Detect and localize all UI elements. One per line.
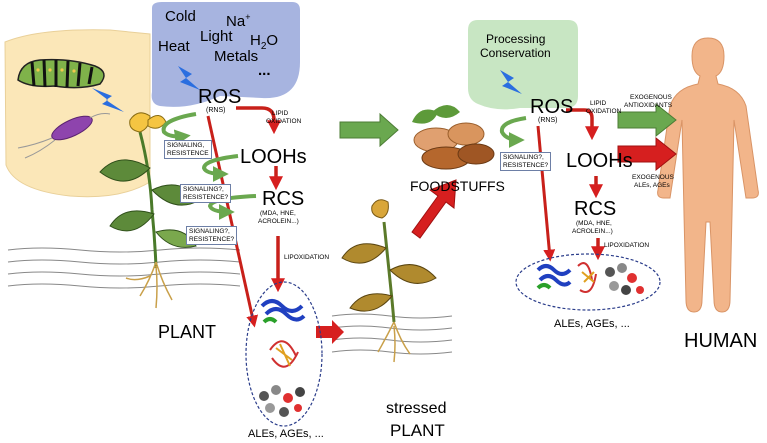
food-loohs-label: LOOHs [566,150,633,172]
pathogen-icon [17,113,111,159]
stressor-h2o: H2O [250,32,278,52]
food-rcs-sub-2: ACROLEIN...) [572,228,613,235]
plant-products-oval [245,281,323,427]
stressed-label: stressed [386,400,447,417]
plant-lipid-oxidation-2: OXIDATION [266,118,302,125]
plant-loohs-label: LOOHs [240,146,307,168]
food-rns-label: (RNS) [538,117,558,124]
arrow-ales-to-stressed [316,320,344,344]
food-signaling-box: SIGNALING?,RESISTENCE? [500,152,552,171]
human-label: HUMAN [684,330,758,352]
plant-box1-line1: SIGNALING, [167,142,205,149]
plant-box2-line1: SIGNALING?, [183,186,224,193]
food-ros-label: ROS [530,96,574,118]
plant-rcs-label: RCS [262,188,305,210]
protein-icon-food [536,264,572,290]
arrow-exogenous-antioxidants [617,102,677,138]
stressor-ellipsis: ... [258,62,271,79]
arrow-plant-to-foodstuffs [339,112,399,148]
plant-chain-arrows [161,106,285,328]
plant-rns-label: (RNS) [206,107,226,114]
plant-box2-line2: RESISTENCE? [183,193,229,201]
stressor-light: Light [200,28,233,45]
food-products-oval [515,253,661,311]
plant-box3-line1: SIGNALING?, [189,228,230,235]
stressor-h2o-o: O [266,32,279,49]
conservation-label: Conservation [480,46,551,60]
stressor-h2o-h: H [250,32,261,49]
exogenous-antioxidants-2: ANTIOXIDANTS [624,102,673,109]
plant-box1-line2: RESISTENCE [167,149,209,157]
plant-label: PLANT [158,322,217,342]
stressor-na-text: Na [226,13,246,30]
foodstuffs-label: FOODSTUFFS [410,178,505,194]
food-box-line1: SIGNALING?, [503,154,544,161]
food-lipid-oxidation-2: OXIDATION [586,108,622,115]
exogenous-ales-1: EXOGENOUS [632,174,674,181]
plant-ros-label: ROS [198,86,242,108]
soil-lines-plant [7,247,241,289]
protein-icon-plant [260,299,306,324]
molecule-icon-food [605,263,644,295]
plant-rcs-sub-2: ACROLEIN...) [258,218,299,225]
soil-lines-stressed [331,313,453,355]
exogenous-antioxidants-1: EXOGENOUS [630,94,672,101]
processing-cloud [468,20,578,110]
human-silhouette [657,37,759,313]
food-box-line2: RESISTENCE? [503,161,549,169]
plant-illustration [99,112,201,309]
plant-signaling-box-3: SIGNALING?,RESISTENCE? [186,226,238,245]
stressor-cold: Cold [165,8,196,25]
plant-lipid-oxidation-1: LIPID [272,110,289,117]
caterpillar-icon [17,58,105,89]
stressor-na: Na+ [226,12,250,30]
plant-lipoxidation: LIPOXIDATION [284,254,330,261]
food-rcs-label: RCS [574,198,617,220]
arrow-exogenous-ales [617,136,677,172]
lightning-icon-stress [178,66,200,90]
food-rcs-sub-1: (MDA, HNE, [576,220,612,227]
food-lipoxidation: LIPOXIDATION [604,242,650,249]
exogenous-ales-2: ALEs, AGEs [634,182,670,189]
dna-icon-food [577,262,597,293]
stressed-plant-illustration [341,199,437,363]
stressor-heat: Heat [158,38,190,55]
molecule-icon-plant [259,385,305,417]
plant-signaling-box-1: SIGNALING,RESISTENCE [164,140,212,159]
lightning-icon-processing [500,70,522,94]
dna-icon-plant [269,340,299,368]
plant-signaling-box-2: SIGNALING?,RESISTENCE? [180,184,232,203]
stressor-h2o-sub: 2 [260,41,267,52]
foodstuffs-nuts-illustration [412,105,495,170]
stressor-metals: Metals [214,48,259,65]
stressed-plant-label: PLANT [390,421,445,440]
food-chain-arrows [499,108,605,262]
plant-box3-line2: RESISTENCE? [189,235,235,243]
processing-label: Processing [486,32,546,46]
plant-ales-ages: ALEs, AGEs, ... [248,428,324,440]
stressor-na-sup: + [245,12,251,22]
food-lipid-oxidation-1: LIPID [590,100,607,107]
lightning-icon-insect [92,88,124,112]
arrow-stressed-to-foodstuffs [411,179,457,239]
food-ales-ages: ALEs, AGEs, ... [554,318,630,330]
plant-rcs-sub-1: (MDA, HNE, [260,210,296,217]
